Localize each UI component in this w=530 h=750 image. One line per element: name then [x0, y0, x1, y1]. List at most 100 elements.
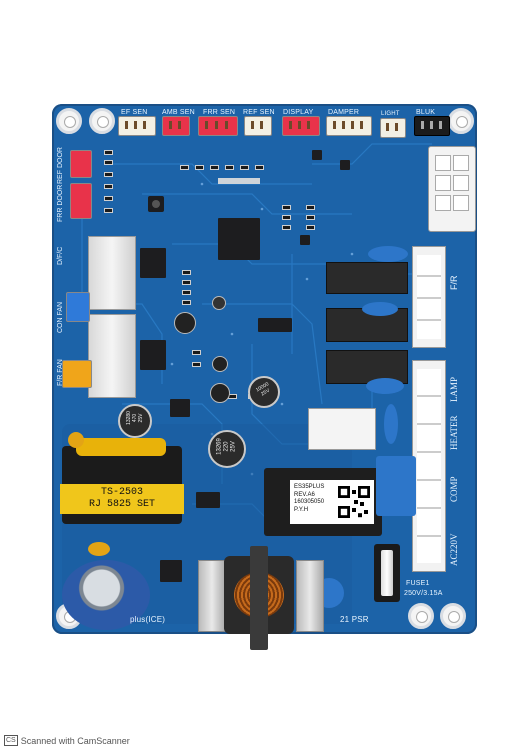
fuse-holder: [374, 544, 400, 602]
mount-hole-top-mid: [89, 108, 115, 134]
label-display: DISPLAY: [283, 109, 314, 116]
resistor: [104, 208, 113, 213]
transistor: [340, 160, 350, 170]
connector-fan-blue: [66, 292, 90, 322]
resistor: [104, 196, 113, 201]
resistor: [282, 225, 291, 230]
resistor: [104, 184, 113, 189]
resistor: [210, 165, 219, 170]
label-ref-sen: REF SEN: [243, 109, 275, 116]
cap-220: 13269 220 25V: [208, 430, 246, 468]
label-bottom-right: 21 PSR: [340, 615, 369, 624]
label-bottom-left: plus(ICE): [130, 615, 166, 624]
label-dfc: D/F/C: [57, 246, 64, 265]
triac-1: [140, 248, 166, 278]
transformer-coil: [76, 438, 166, 456]
cap-220-line1: 13269: [216, 438, 223, 455]
terminal-block-upper: [412, 246, 446, 348]
resistor: [282, 205, 291, 210]
resistor: [192, 362, 201, 367]
resistor: [182, 270, 191, 275]
connector-display: [282, 116, 320, 136]
mount-hole-top-left: [56, 108, 82, 134]
resistor: [225, 165, 234, 170]
label-ac220v: AC220V: [449, 533, 459, 566]
ic-u2: [258, 318, 292, 332]
ic-u6: [196, 492, 220, 508]
cap-relay-10000: 10000 25V: [248, 376, 280, 408]
connector-amb-sen: [162, 116, 190, 136]
label-comp: COMP: [449, 476, 459, 502]
label-bluk: BLUK: [416, 109, 436, 116]
qr-line2: REV.A6: [294, 491, 315, 498]
transformer-line2: RJ 5825 SET: [88, 499, 155, 510]
mount-hole-bottom-right-a: [408, 603, 434, 629]
relay-rly5: [326, 262, 408, 294]
resistor: [240, 165, 249, 170]
transistor: [312, 150, 322, 160]
connector-fan-yellow: [62, 360, 92, 388]
y-cap-rly: [384, 404, 398, 444]
resistor: [306, 215, 315, 220]
cap-220-line3: 25V: [230, 441, 237, 452]
y-cap-va4: [368, 246, 408, 262]
resistor: [104, 160, 113, 165]
connector-bluk: [414, 116, 450, 136]
label-fuse-rating: 250V/3.15A: [404, 590, 443, 597]
x-cap-blue: [376, 456, 416, 516]
resistor: [306, 225, 315, 230]
mcu-chip: [218, 218, 260, 260]
label-ref-door: REF DOOR: [57, 147, 64, 184]
cap-xc2: [198, 560, 226, 632]
transformer-line1: TS-2503: [100, 487, 143, 498]
label-light: LIGHT: [381, 111, 400, 117]
heatsink-1: [88, 236, 136, 310]
heatsink-2: [88, 314, 136, 398]
header-cn13: [218, 178, 260, 184]
connector-ef-sen: [118, 116, 156, 136]
qr-sticker: ES35PLUS REV.A6 160305050 P.Y.H: [290, 480, 374, 524]
resistor: [104, 172, 113, 177]
connector-ref-sen: [244, 116, 272, 136]
cap-ec5: [174, 312, 196, 334]
triac-2: [140, 340, 166, 370]
cap-ec6: [210, 383, 230, 403]
relay-rly2: [308, 408, 376, 450]
connector-power-6pin: [428, 146, 476, 232]
qr-line4: P.Y.H: [294, 506, 309, 513]
cap-c9: [212, 296, 226, 310]
resistor: [180, 165, 189, 170]
transformer: TS-2503 RJ 5825 SET: [60, 438, 184, 524]
resistor: [255, 165, 264, 170]
resistor: [182, 290, 191, 295]
label-lamp: LAMP: [449, 376, 459, 402]
resistor: [192, 350, 201, 355]
camscanner-logo: CS: [4, 735, 18, 746]
connector-door-red-2: [70, 150, 92, 178]
cap-470-line3: 25V: [138, 413, 144, 423]
mount-hole-top-right: [448, 108, 474, 134]
connector-frr-sen: [198, 116, 238, 136]
reset-button[interactable]: [148, 196, 164, 212]
big-electrolytic-cap: [62, 560, 150, 630]
connector-light: [380, 118, 406, 138]
ceramic-cap-yellow-2: [68, 432, 84, 448]
cap-ec10: [212, 356, 228, 372]
transformer-label: TS-2503 RJ 5825 SET: [60, 484, 184, 514]
label-damper: DAMPER: [328, 109, 360, 116]
label-frr-sen: FRR SEN: [203, 109, 236, 116]
resistor: [195, 165, 204, 170]
qr-line1: ES35PLUS: [294, 484, 325, 490]
bridge-bd1: [160, 560, 182, 582]
resistor: [182, 300, 191, 305]
mount-hole-bottom-right-b: [440, 603, 466, 629]
resistor: [282, 215, 291, 220]
connector-door-red: [70, 183, 92, 219]
ceramic-cap-yellow: [88, 542, 110, 556]
ic-regulator: [170, 399, 190, 417]
label-heater: HEATER: [449, 415, 459, 451]
resistor: [306, 205, 315, 210]
resistor: [104, 150, 113, 155]
cap-470: 13280 470 25V: [118, 404, 152, 438]
common-mode-choke-lf1: [224, 546, 294, 650]
